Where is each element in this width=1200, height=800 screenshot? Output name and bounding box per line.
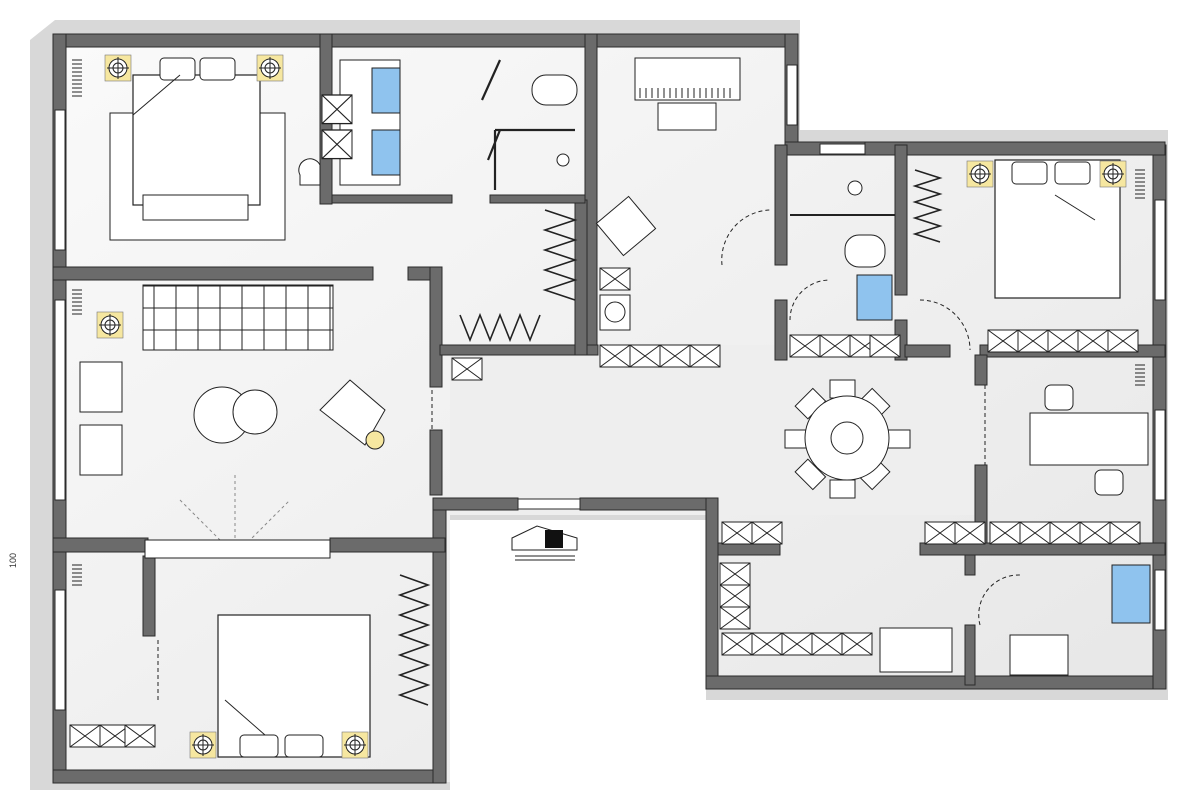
sofa (142, 284, 334, 351)
bedroom-right (912, 159, 1139, 353)
chair (1094, 469, 1124, 496)
windows (54, 64, 1166, 711)
lounge-chair (319, 379, 386, 446)
sink (856, 274, 893, 321)
bedside-lamp-icon (966, 160, 994, 188)
chair (829, 379, 856, 399)
bedside-lamp-icon (189, 731, 217, 759)
wardrobe (912, 169, 943, 243)
lamp-icon (365, 430, 385, 450)
floors (55, 36, 1165, 782)
shower-head-icon (847, 180, 863, 196)
bedside-lamp-icon (256, 54, 284, 82)
bedside-lamp-icon (341, 731, 369, 759)
shower-head-icon (556, 153, 570, 167)
kitchen (719, 562, 1151, 676)
stove (879, 627, 953, 673)
pillow (159, 57, 196, 81)
chair (298, 158, 321, 186)
side-table (232, 389, 278, 435)
wardrobe (397, 574, 431, 706)
armchair (79, 361, 123, 413)
wardrobe-bottom (987, 329, 1139, 353)
sink (1111, 564, 1151, 624)
study (984, 384, 1149, 496)
tv-console (144, 539, 331, 559)
door-swing (721, 209, 771, 266)
chair (1044, 384, 1074, 411)
living-room (79, 284, 433, 559)
music-room (595, 57, 771, 266)
appliance (1009, 634, 1069, 676)
floor-lamp-icon (96, 311, 124, 339)
laundry (599, 267, 631, 331)
bedside-lamp-icon (104, 54, 132, 82)
bed-bench (142, 194, 249, 221)
chair (794, 458, 827, 491)
desk (1029, 412, 1149, 466)
bedroom-top-left (104, 54, 321, 241)
scale-note: 100 (8, 552, 18, 568)
bedroom-bottom-left (69, 574, 431, 759)
toilet (844, 234, 886, 268)
armchair (595, 195, 657, 257)
armchair (79, 424, 123, 476)
double-bed (132, 74, 261, 206)
sink (371, 129, 401, 176)
piano-bench (657, 102, 717, 131)
toilet (531, 74, 578, 106)
entrance-marker-icon (511, 525, 578, 561)
walk-in-closet (459, 209, 578, 343)
bathroom-1 (321, 59, 578, 190)
washing-machine (599, 294, 631, 331)
pillow (199, 57, 236, 81)
dining-area (784, 379, 911, 499)
sink (371, 67, 401, 114)
bedside-lamp-icon (1099, 160, 1127, 188)
bathroom-2 (789, 180, 895, 321)
chair (829, 479, 856, 499)
